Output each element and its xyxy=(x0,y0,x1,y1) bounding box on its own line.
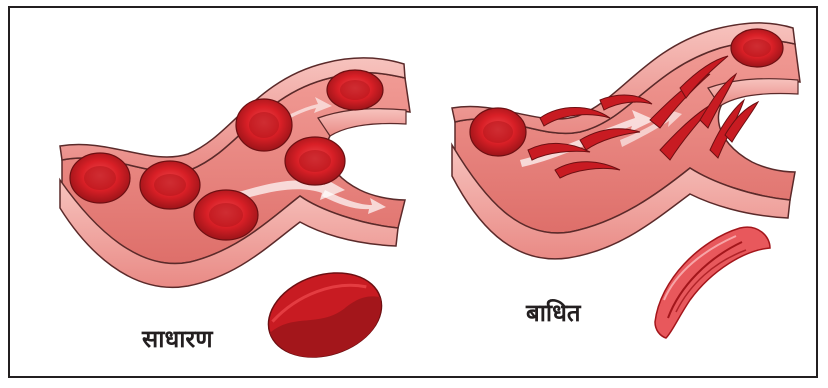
affected-red-blood-cell xyxy=(470,108,526,156)
label-affected: बाधित xyxy=(526,296,581,329)
normal-red-blood-cell xyxy=(194,190,258,240)
affected-red-blood-cell xyxy=(731,29,783,67)
normal-cell-closeup xyxy=(257,259,392,371)
normal-red-blood-cell xyxy=(327,70,383,110)
label-normal: साधारण xyxy=(142,322,213,355)
normal-red-blood-cell xyxy=(236,99,292,151)
normal-vessel xyxy=(60,58,410,287)
normal-red-blood-cell xyxy=(140,161,200,209)
sickle-cell-closeup xyxy=(655,227,770,338)
affected-vessel xyxy=(452,23,800,259)
normal-red-blood-cell xyxy=(70,153,130,203)
normal-red-blood-cell xyxy=(285,137,345,185)
